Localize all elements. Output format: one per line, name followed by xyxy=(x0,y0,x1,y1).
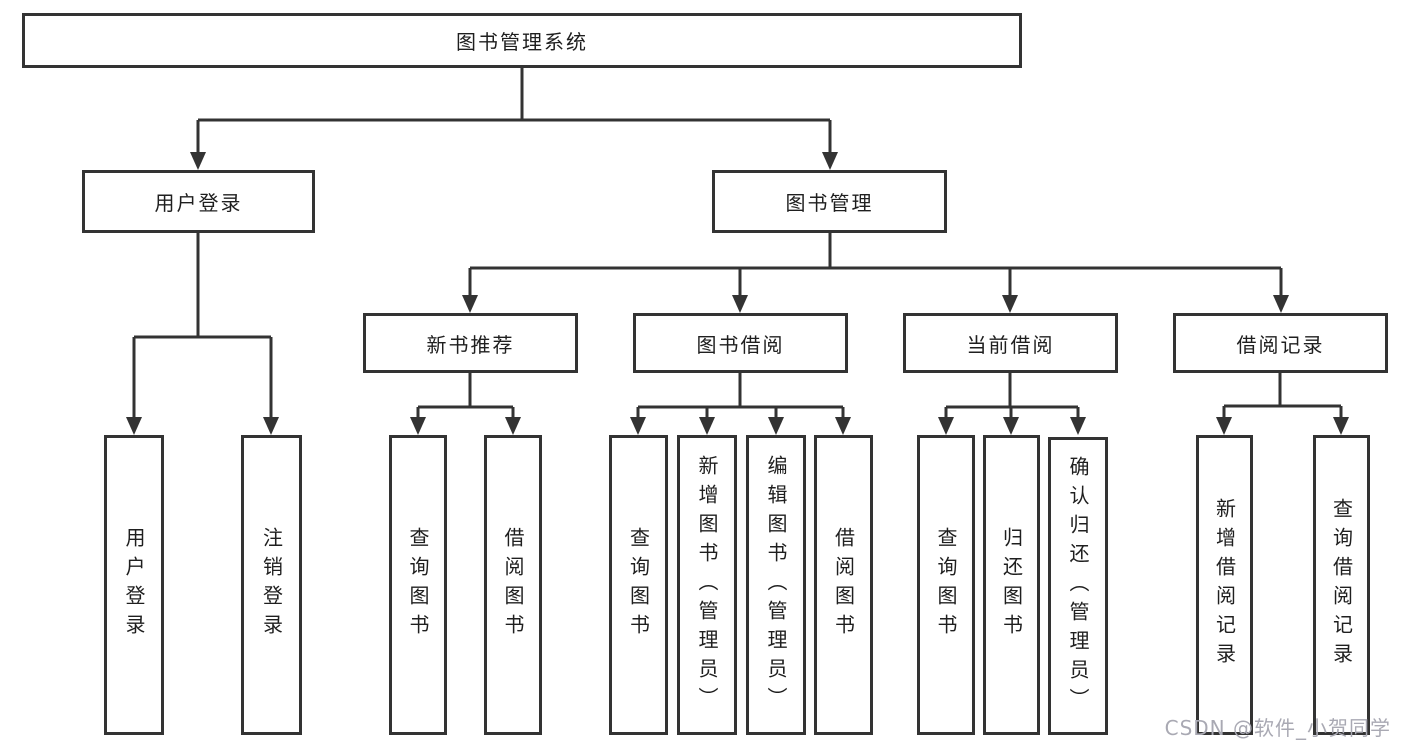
connector-current-borrow-group xyxy=(944,373,1080,420)
node-new-book-recommendation: 新书推荐 xyxy=(363,313,578,373)
arrow-icon xyxy=(263,417,279,435)
arrow-icon xyxy=(699,417,715,435)
leaf-add-borrow-record-label: 新增借阅记录 xyxy=(1212,498,1237,672)
leaf-user-login-label: 用户登录 xyxy=(122,527,146,643)
leaf-query-books-3: 查询图书 xyxy=(917,435,975,735)
arrow-icon xyxy=(462,295,478,313)
connector-root-to-level2 xyxy=(196,68,832,154)
leaf-edit-book-admin-label: 编辑图书（管理员） xyxy=(764,454,788,716)
node-library-management-system: 图书管理系统 xyxy=(22,13,1022,68)
arrow-icon xyxy=(822,152,838,170)
connector-new-book-group xyxy=(416,373,515,420)
leaf-add-book-admin-label: 新增图书（管理员） xyxy=(695,454,719,716)
leaf-query-books-1: 查询图书 xyxy=(389,435,447,735)
leaf-return-book-label: 归还图书 xyxy=(999,527,1024,643)
connector-records-group xyxy=(1222,373,1343,420)
arrow-icon xyxy=(1333,417,1349,435)
connector-user-login-group xyxy=(132,233,273,420)
arrow-icon xyxy=(126,417,142,435)
arrowheads xyxy=(126,152,1349,435)
node-current-borrowing: 当前借阅 xyxy=(903,313,1118,373)
arrow-icon xyxy=(1273,295,1289,313)
leaf-query-books-2: 查询图书 xyxy=(609,435,668,735)
leaf-return-book: 归还图书 xyxy=(983,435,1040,735)
leaf-query-books-1-label: 查询图书 xyxy=(406,527,430,643)
leaf-query-books-2-label: 查询图书 xyxy=(626,527,651,643)
node-borrowing-records-label: 借阅记录 xyxy=(1236,332,1325,357)
leaf-borrow-books-2-label: 借阅图书 xyxy=(831,527,856,643)
leaf-logout-label: 注销登录 xyxy=(259,527,284,643)
leaf-confirm-return-admin: 确认归还（管理员） xyxy=(1048,437,1108,735)
leaf-logout: 注销登录 xyxy=(241,435,302,735)
node-new-book-recommendation-label: 新书推荐 xyxy=(426,332,515,357)
node-current-borrowing-label: 当前借阅 xyxy=(966,332,1055,357)
arrow-icon xyxy=(768,417,784,435)
arrow-icon xyxy=(630,417,646,435)
arrow-icon xyxy=(505,417,521,435)
leaf-query-borrow-record: 查询借阅记录 xyxy=(1313,435,1370,735)
arrow-icon xyxy=(732,295,748,313)
node-user-login-group-label: 用户登录 xyxy=(154,191,243,215)
leaf-borrow-books-1: 借阅图书 xyxy=(484,435,542,735)
leaf-query-borrow-record-label: 查询借阅记录 xyxy=(1329,498,1354,672)
leaf-add-borrow-record: 新增借阅记录 xyxy=(1196,435,1253,735)
node-book-management-group-label: 图书管理 xyxy=(785,191,874,215)
arrow-icon xyxy=(1003,417,1019,435)
leaf-add-book-admin: 新增图书（管理员） xyxy=(677,435,737,735)
arrow-icon xyxy=(1002,295,1018,313)
node-book-management-group: 图书管理 xyxy=(712,170,947,233)
leaf-user-login: 用户登录 xyxy=(104,435,164,735)
arrow-icon xyxy=(835,417,851,435)
arrow-icon xyxy=(190,152,206,170)
node-user-login-group: 用户登录 xyxy=(82,170,315,233)
node-library-management-system-label: 图书管理系统 xyxy=(456,30,588,54)
connector-book-borrow-group xyxy=(636,373,845,420)
csdn-watermark: CSDN @软件_小贺同学 xyxy=(1164,716,1391,740)
arrow-icon xyxy=(410,417,426,435)
leaf-query-books-3-label: 查询图书 xyxy=(934,527,958,643)
leaf-edit-book-admin: 编辑图书（管理员） xyxy=(746,435,806,735)
leaf-confirm-return-admin-label: 确认归还（管理员） xyxy=(1066,455,1090,717)
arrow-icon xyxy=(1070,417,1086,435)
arrow-icon xyxy=(1216,417,1232,435)
arrow-icon xyxy=(938,417,954,435)
connector-book-mgmt-to-level3 xyxy=(468,233,1283,297)
node-book-borrowing-label: 图书借阅 xyxy=(696,332,785,357)
node-borrowing-records: 借阅记录 xyxy=(1173,313,1388,373)
leaf-borrow-books-1-label: 借阅图书 xyxy=(501,527,525,643)
node-book-borrowing: 图书借阅 xyxy=(633,313,848,373)
leaf-borrow-books-2: 借阅图书 xyxy=(814,435,873,735)
